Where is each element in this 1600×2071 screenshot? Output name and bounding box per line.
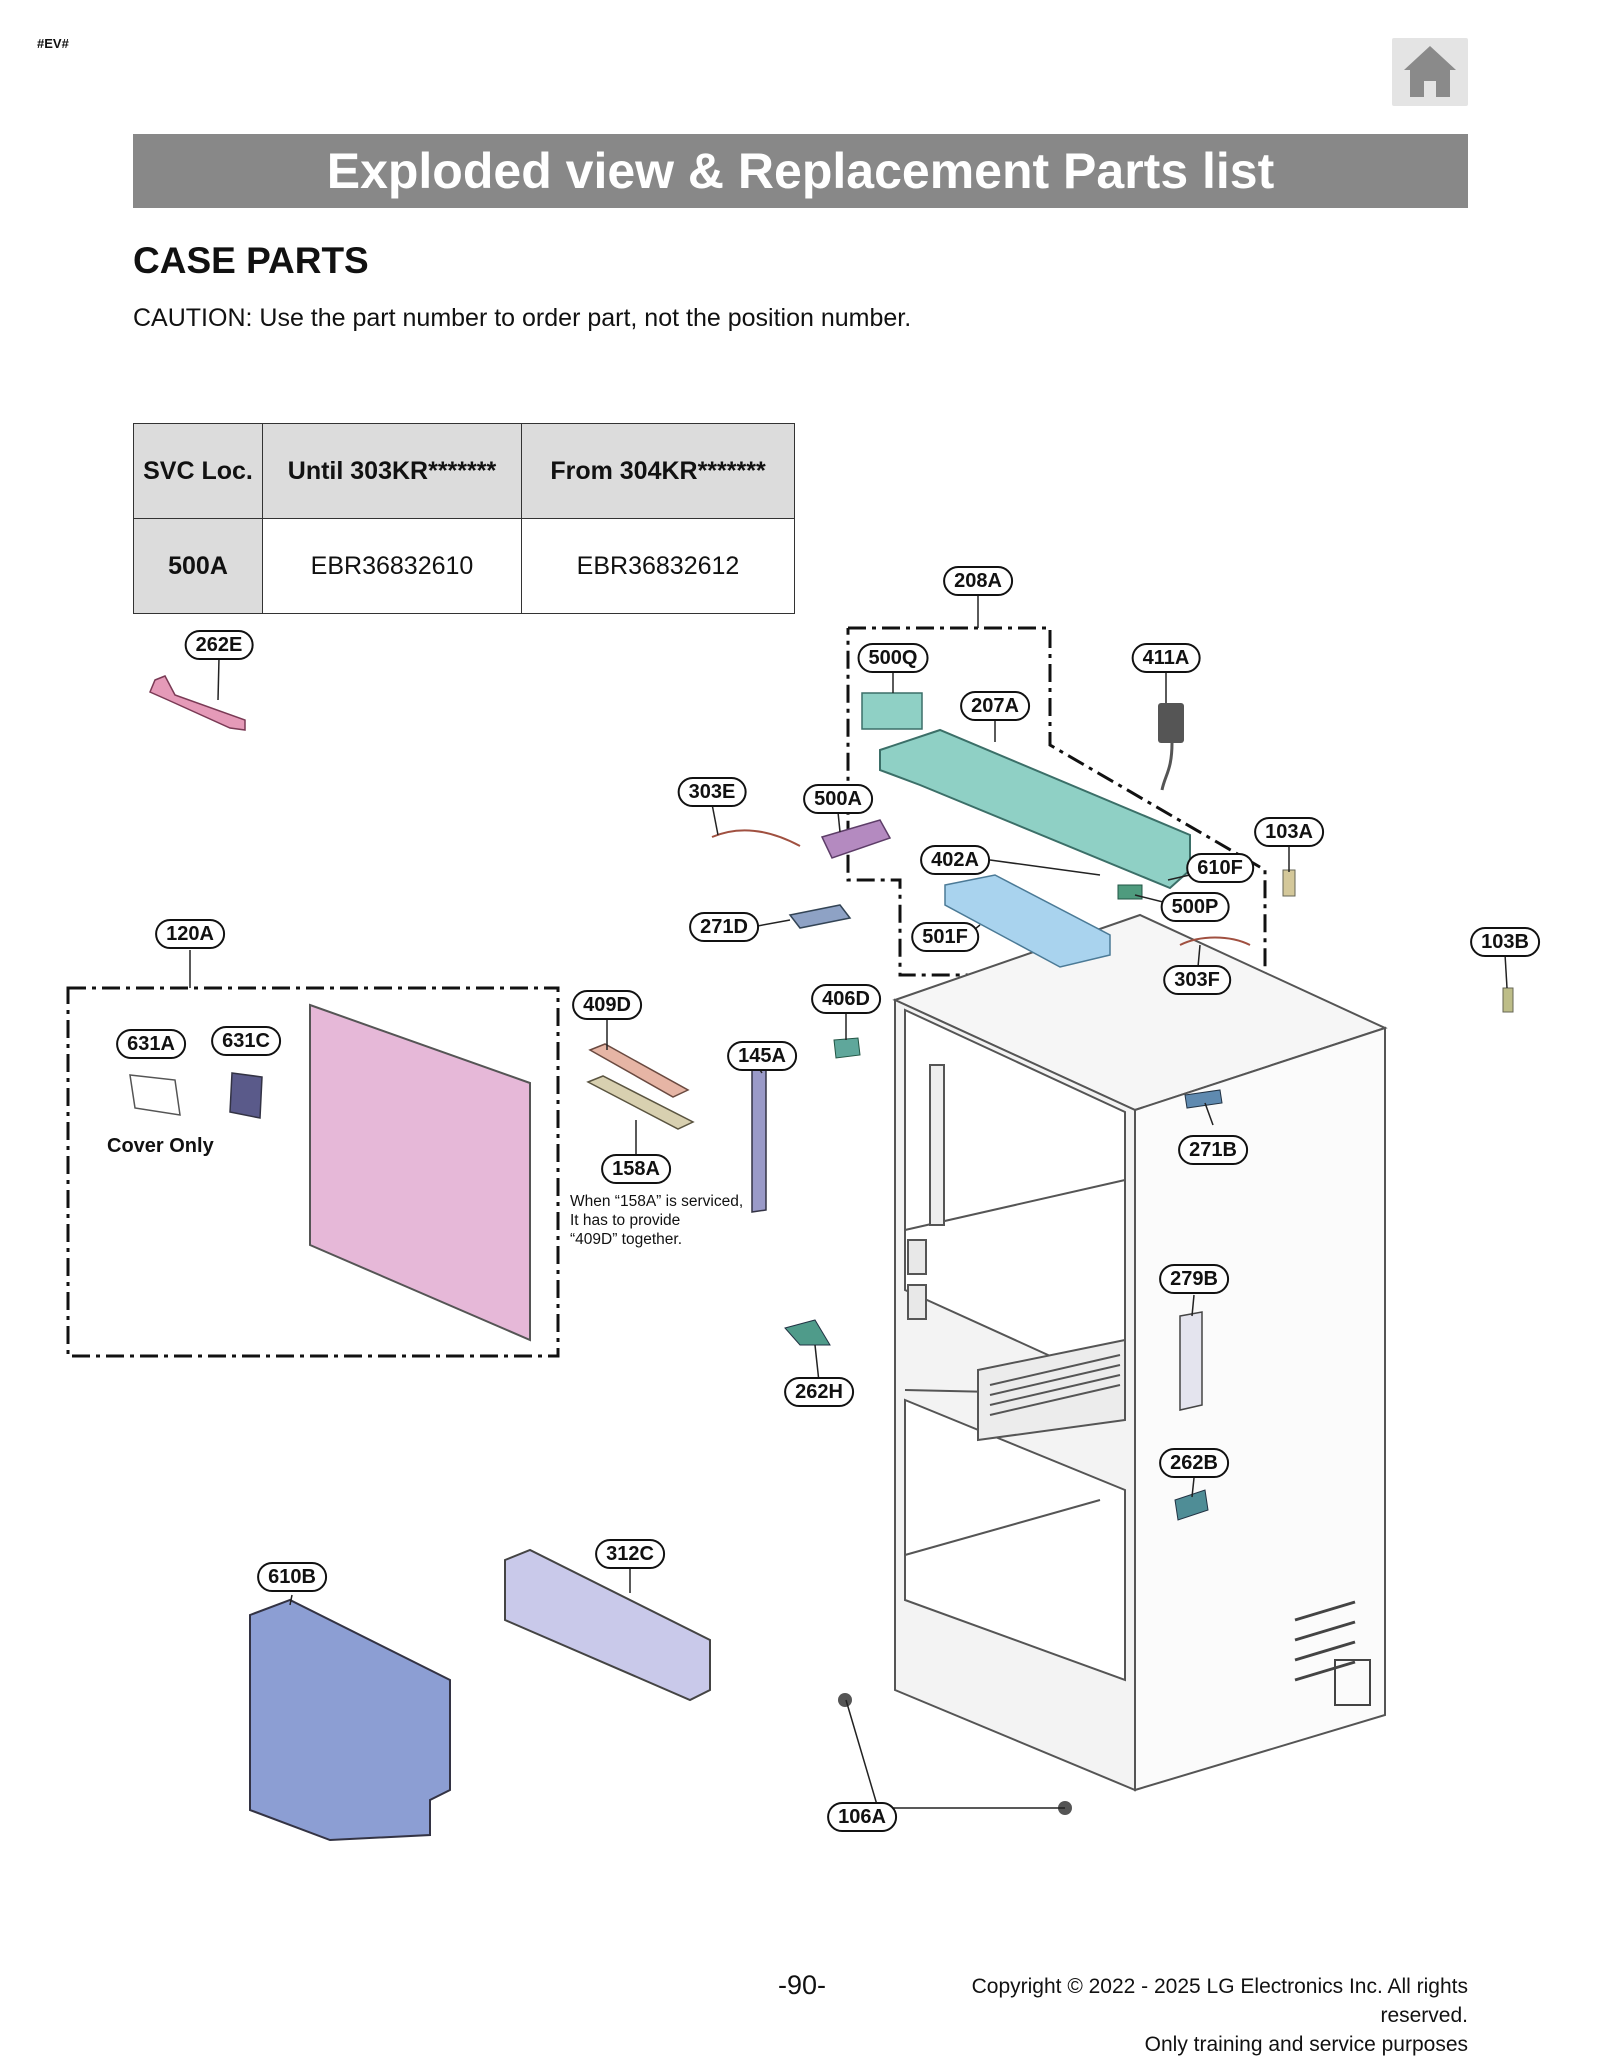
callout-262b: 262B [1159, 1448, 1229, 1478]
callout-500q: 500Q [857, 643, 929, 673]
table-cell: EBR36832610 [262, 518, 522, 614]
part-271b [1184, 1089, 1223, 1109]
service-note-line: “409D” together. [570, 1231, 683, 1248]
part-207a [879, 728, 1191, 890]
callout-103a: 103A [1254, 817, 1324, 847]
part-303e [711, 829, 801, 847]
part-262h [784, 1319, 831, 1346]
table-header-row: SVC Loc. Until 303KR******* From 304KR**… [133, 423, 795, 519]
part-500p [1117, 884, 1143, 900]
callout-409d: 409D [572, 990, 642, 1020]
callout-279b: 279B [1159, 1264, 1229, 1294]
home-icon [1404, 46, 1456, 97]
group-120a-boundary [66, 986, 560, 1358]
part-145a [751, 1067, 767, 1213]
service-note-line: It has to provide [570, 1212, 681, 1229]
callout-312c: 312C [595, 1539, 665, 1569]
callout-262h: 262H [784, 1377, 854, 1407]
callout-631c: 631C [211, 1026, 281, 1056]
part-279b [1179, 1311, 1203, 1411]
callout-303f: 303F [1163, 965, 1231, 995]
service-note-line: When “158A” is serviced, [570, 1193, 744, 1210]
callout-501f: 501F [911, 922, 979, 952]
part-106a-left [838, 1693, 852, 1707]
part-500a [820, 819, 892, 859]
part-103b [1502, 987, 1514, 1013]
callout-271d: 271D [689, 912, 759, 942]
callout-208a: 208A [943, 566, 1013, 596]
part-271d [788, 904, 852, 929]
callout-207a: 207A [960, 691, 1030, 721]
callout-610f: 610F [1186, 853, 1254, 883]
part-262b [1174, 1489, 1209, 1521]
part-631c [229, 1072, 263, 1119]
callout-500p: 500P [1160, 892, 1230, 922]
refrigerator-cabinet [892, 913, 1388, 1792]
table-row: 500A EBR36832610 EBR36832612 [133, 518, 795, 614]
copyright-subline: Only training and service purposes [1144, 2033, 1468, 2056]
leader-lines [189, 594, 1508, 1816]
table-cell: 500A [133, 518, 263, 614]
table-header-cell: SVC Loc. [133, 423, 263, 519]
part-120a-panel [309, 1003, 531, 1342]
home-button[interactable] [1392, 38, 1468, 106]
copyright: Copyright © 2022 - 2025 LG Electronics I… [880, 1972, 1468, 2059]
callout-411a: 411A [1131, 643, 1201, 673]
part-409d [588, 1043, 690, 1098]
part-411a [1158, 703, 1184, 791]
callout-106a: 106A [827, 1802, 897, 1832]
callout-631a: 631A [116, 1029, 186, 1059]
part-103a [1282, 869, 1296, 897]
service-note: When “158A” is serviced, It has to provi… [570, 1192, 770, 1249]
callout-500a: 500A [803, 784, 873, 814]
section-title: CASE PARTS [133, 240, 369, 281]
part-631a [129, 1074, 181, 1116]
callout-158a: 158A [601, 1154, 671, 1184]
callout-103b: 103B [1470, 927, 1540, 957]
part-303f [1179, 936, 1251, 946]
part-610b [249, 1598, 451, 1842]
callout-145a: 145A [727, 1041, 797, 1071]
callout-262e: 262E [184, 630, 254, 660]
callout-303e: 303E [677, 777, 747, 807]
callout-406d: 406D [811, 984, 881, 1014]
callout-610b: 610B [257, 1562, 327, 1592]
page-number: -90- [778, 1970, 827, 2000]
part-406d [833, 1037, 861, 1059]
table-cell: EBR36832612 [521, 518, 795, 614]
callout-402a: 402A [920, 845, 990, 875]
part-312c [504, 1548, 711, 1702]
part-501f [944, 874, 1111, 968]
callout-120a: 120A [155, 919, 225, 949]
page-title: Exploded view & Replacement Parts list [133, 134, 1468, 208]
part-158a [586, 1075, 695, 1130]
caution-note: CAUTION: Use the part number to order pa… [133, 304, 912, 332]
callout-271b: 271B [1178, 1135, 1248, 1165]
svc-table: SVC Loc. Until 303KR******* From 304KR**… [133, 423, 795, 614]
page-tag: #EV# [37, 36, 69, 51]
cover-only-note: Cover Only [107, 1135, 214, 1157]
table-header-cell: Until 303KR******* [262, 423, 522, 519]
part-500q [861, 692, 923, 730]
copyright-line: Copyright © 2022 - 2025 LG Electronics I… [971, 1975, 1468, 2027]
part-262e [149, 675, 246, 731]
